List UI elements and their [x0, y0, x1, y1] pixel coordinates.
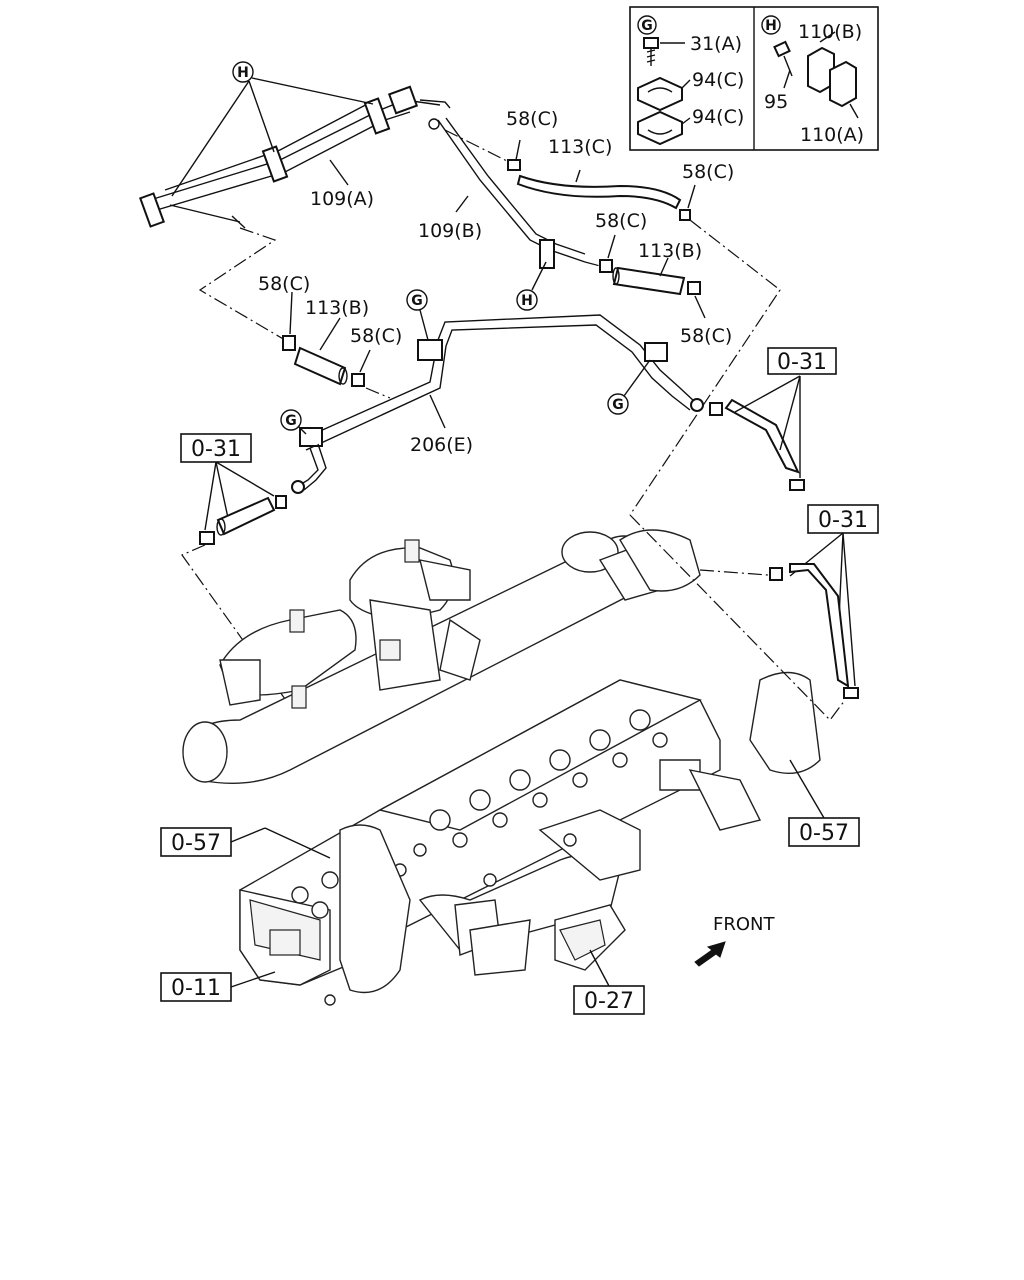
clip-icon: [807, 31, 859, 119]
clamp-icon-upper: [637, 76, 691, 112]
marker-h-top: H: [171, 61, 374, 197]
label-94c-2: 94(C): [692, 106, 744, 128]
clamp-hose-r3: [769, 567, 783, 581]
hose-113b-left: [293, 346, 347, 386]
marker-g-inset: [637, 15, 657, 35]
ref-box-031-top-right[interactable]: [767, 347, 837, 375]
ref-057-right[interactable]: 0-57: [799, 821, 849, 846]
marker-h-inset-label: H: [765, 18, 777, 34]
clamp-58c-6: [351, 373, 365, 387]
label-58c-4: 58(C): [680, 325, 732, 347]
pipe-109a: [139, 85, 451, 229]
clamp-58c-1: [507, 159, 521, 171]
ref-box-057-left[interactable]: [160, 827, 232, 857]
pipe-206e: [291, 314, 704, 494]
clamp-hose-r1: [709, 402, 723, 416]
front-arrow: FRONT: [694, 914, 775, 967]
marker-g-2: G: [280, 409, 307, 435]
marker-g-3: G: [607, 359, 651, 415]
label-58c-2: 58(C): [682, 161, 734, 183]
marker-g-1-label: G: [411, 293, 423, 309]
clamp-hose-r2: [789, 479, 805, 491]
label-31a: 31(A): [690, 33, 742, 55]
bolt-icon: [643, 37, 685, 66]
marker-h-top-label: H: [237, 65, 249, 81]
ref-027[interactable]: 0-27: [584, 989, 634, 1014]
label-110a: 110(A): [800, 124, 864, 146]
label-94c-1: 94(C): [692, 69, 744, 91]
hose-113c: [516, 174, 682, 210]
hose-031-lower-right: [789, 563, 850, 688]
hose-031-upper-right: [724, 398, 800, 474]
bolt-95-icon: [773, 40, 793, 89]
clamp-58c-5: [282, 335, 296, 351]
hose-113b-right: [612, 266, 686, 296]
label-109a: 109(A): [310, 188, 374, 210]
hose-031-left: [216, 496, 276, 536]
ref-031-right[interactable]: 0-31: [818, 508, 868, 533]
label-113c: 113(C): [548, 136, 612, 158]
ref-box-057-right[interactable]: [788, 817, 860, 847]
label-206e: 206(E): [410, 434, 473, 456]
ref-031-top-right[interactable]: 0-31: [777, 350, 827, 375]
inset-detail-box: G H: [629, 6, 879, 151]
marker-g-2-label: G: [285, 413, 297, 429]
front-label: FRONT: [713, 914, 775, 935]
ref-box-027[interactable]: [573, 985, 645, 1015]
label-113b-right: 113(B): [638, 240, 702, 262]
label-58c-5: 58(C): [258, 273, 310, 295]
label-58c-6: 58(C): [350, 325, 402, 347]
label-109b: 109(B): [418, 220, 482, 242]
marker-h-inset: [761, 15, 781, 35]
exhaust-manifold-lower: [339, 759, 762, 994]
clamp-58c-2: [679, 209, 691, 221]
marker-h-mid: H: [516, 261, 547, 311]
label-58c-3: 58(C): [595, 210, 647, 232]
clamp-58c-4: [687, 281, 701, 295]
ref-011[interactable]: 0-11: [171, 976, 221, 1001]
exhaust-manifold-upper: [182, 529, 821, 784]
clamp-hose-l1: [199, 531, 215, 545]
marker-g-inset-label: G: [641, 18, 653, 34]
pipe-109b: [428, 117, 586, 269]
ref-031-left[interactable]: 0-31: [191, 437, 241, 462]
label-113b-left: 113(B): [305, 297, 369, 319]
clamp-58c-3: [599, 259, 613, 273]
marker-g-3-label: G: [612, 397, 624, 413]
clamp-icon-lower: [637, 110, 691, 146]
clamp-hose-r4: [843, 687, 859, 699]
marker-g-1: G: [406, 289, 429, 341]
label-95: 95: [764, 91, 788, 113]
ref-box-011[interactable]: [160, 972, 232, 1002]
front-arrow-icon: [694, 941, 726, 967]
marker-h-mid-label: H: [521, 293, 533, 309]
label-110b: 110(B): [798, 21, 862, 43]
ref-057-left[interactable]: 0-57: [171, 831, 221, 856]
label-58c-1: 58(C): [506, 108, 558, 130]
